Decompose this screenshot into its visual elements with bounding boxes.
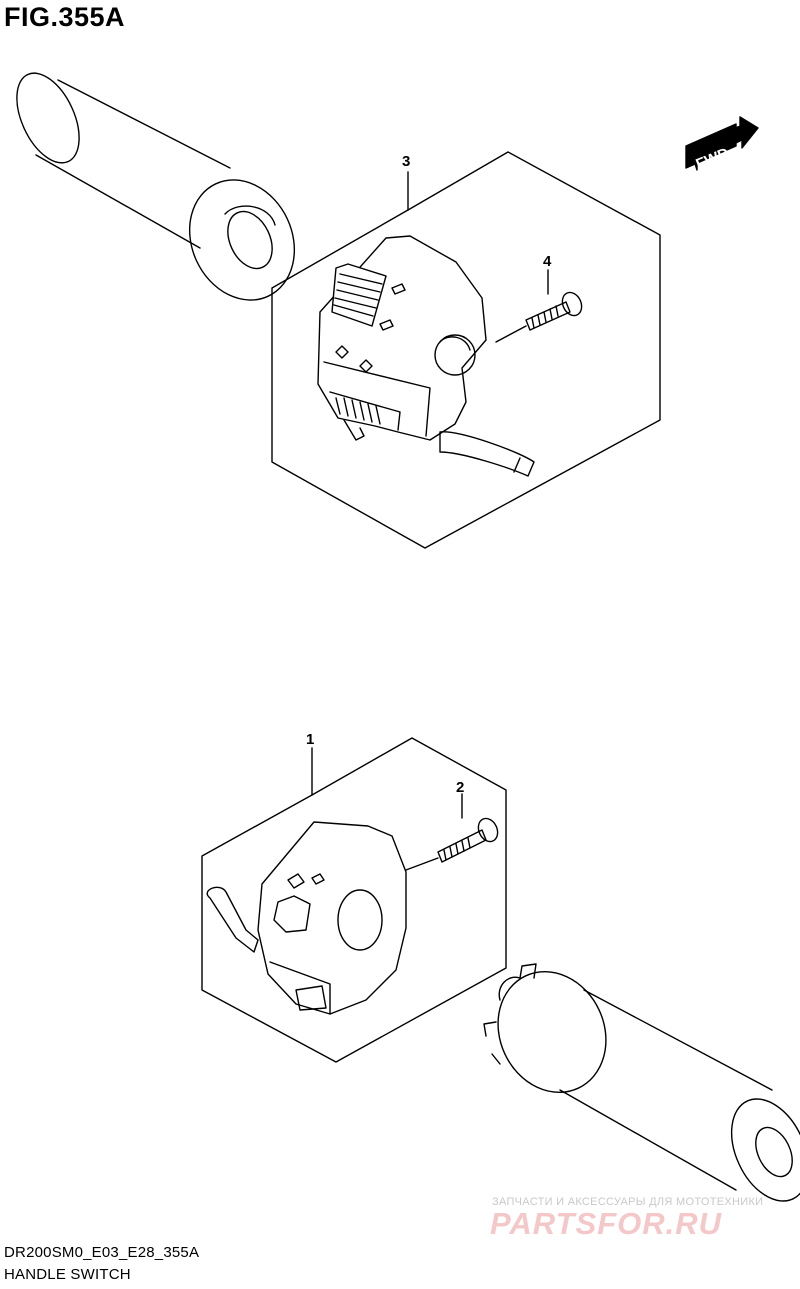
left-switch-housing-part xyxy=(206,821,407,1015)
figure-code: DR200SM0_E03_E28_355A xyxy=(4,1244,200,1261)
screw-2-part xyxy=(437,793,499,863)
figure-name: HANDLE SWITCH xyxy=(4,1266,131,1283)
watermark-tagline: ЗАПЧАСТИ И АКСЕССУАРЫ ДЛЯ МОТОТЕХНИКИ xyxy=(492,1196,764,1208)
callout-frame-1 xyxy=(201,737,507,1063)
fwd-arrow-icon: FWD xyxy=(685,116,759,173)
screw-4-leader xyxy=(495,325,527,343)
upper-grip-part xyxy=(16,72,296,301)
callout-number-3: 3 xyxy=(402,153,410,170)
screw-4-part xyxy=(525,269,583,331)
figure-title: FIG.355A xyxy=(4,2,126,32)
callout-number-1: 1 xyxy=(306,731,314,748)
lower-grip-part xyxy=(483,963,800,1202)
right-switch-housing-part xyxy=(317,235,535,477)
watermark-brand: PARTSFOR.RU xyxy=(490,1206,723,1241)
callout-number-4: 4 xyxy=(543,253,552,270)
callout-number-2: 2 xyxy=(456,779,464,796)
callout-frame-3 xyxy=(271,151,661,549)
screw-2-leader xyxy=(405,857,439,871)
